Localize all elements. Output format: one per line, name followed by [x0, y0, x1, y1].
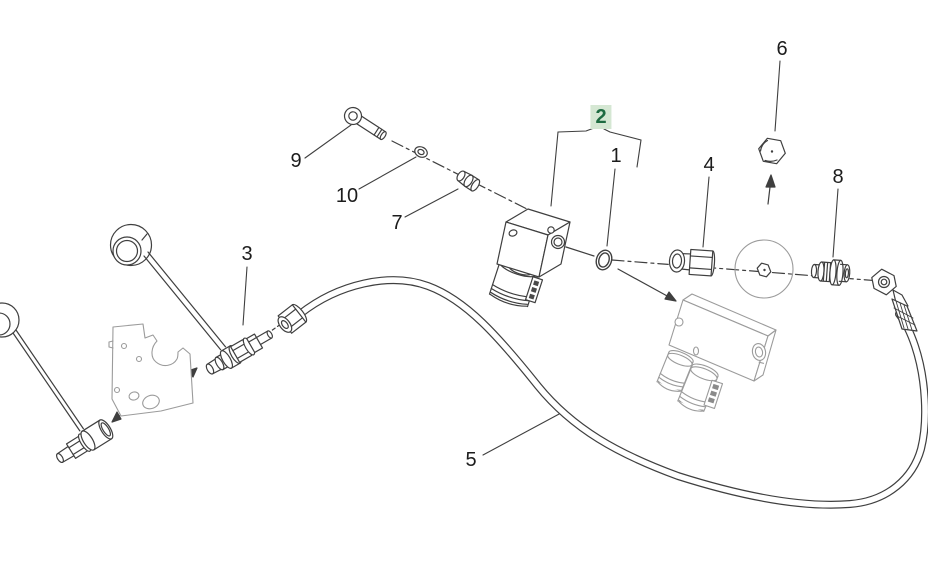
valve-to-oring-line: [565, 246, 595, 257]
hose-nut-left: [276, 303, 308, 335]
callout-10[interactable]: 10: [335, 185, 359, 207]
callout-5[interactable]: 5: [465, 449, 477, 471]
magnifier-arrow: [765, 174, 776, 205]
leader-lines: [242, 60, 839, 456]
callout-3[interactable]: 3: [241, 243, 253, 265]
callout-2-brace: [550, 123, 642, 207]
leader-3: [242, 266, 248, 326]
leader-9: [304, 124, 352, 159]
callout-6[interactable]: 6: [776, 38, 788, 60]
fitting-part-7: [454, 168, 482, 194]
lower-valve-assembly: [656, 293, 777, 413]
braid-hatch: [893, 300, 916, 331]
bolt-part-9: [343, 106, 387, 141]
o-ring-part-1: [595, 249, 613, 271]
fitting-part-8: [810, 257, 851, 287]
oring-install-arrow: [617, 268, 677, 302]
leader-8: [832, 188, 839, 258]
mounting-bracket: [108, 323, 194, 417]
hose-elbow-fitting: [871, 268, 918, 332]
coil-connector: [703, 379, 724, 409]
plug-part-6: [758, 137, 786, 165]
sender-assembly-top: [109, 223, 234, 361]
callout-9[interactable]: 9: [290, 150, 302, 172]
valve-assembly-part-2: [488, 208, 571, 308]
callout-7[interactable]: 7: [391, 212, 403, 234]
leader-7: [404, 188, 459, 218]
sender-assembly-left: [0, 302, 117, 470]
coil-connector: [524, 276, 544, 304]
washer-part-10: [414, 146, 428, 158]
callout-1[interactable]: 1: [610, 145, 622, 167]
callout-4[interactable]: 4: [703, 154, 715, 176]
detail-circle: [734, 239, 794, 299]
plug-in-circle: [756, 262, 772, 278]
leader-5: [482, 412, 562, 456]
fitting-part-4: [668, 247, 716, 277]
leader-10: [358, 156, 417, 190]
valve-port: [751, 343, 767, 364]
callout-2[interactable]: 2: [590, 105, 612, 129]
hose-part-5: [296, 276, 928, 509]
callout-8[interactable]: 8: [832, 166, 844, 188]
fitting-part-3: [201, 322, 279, 381]
leader-4: [702, 176, 710, 248]
leader-6: [774, 60, 781, 132]
leader-1: [606, 168, 616, 247]
